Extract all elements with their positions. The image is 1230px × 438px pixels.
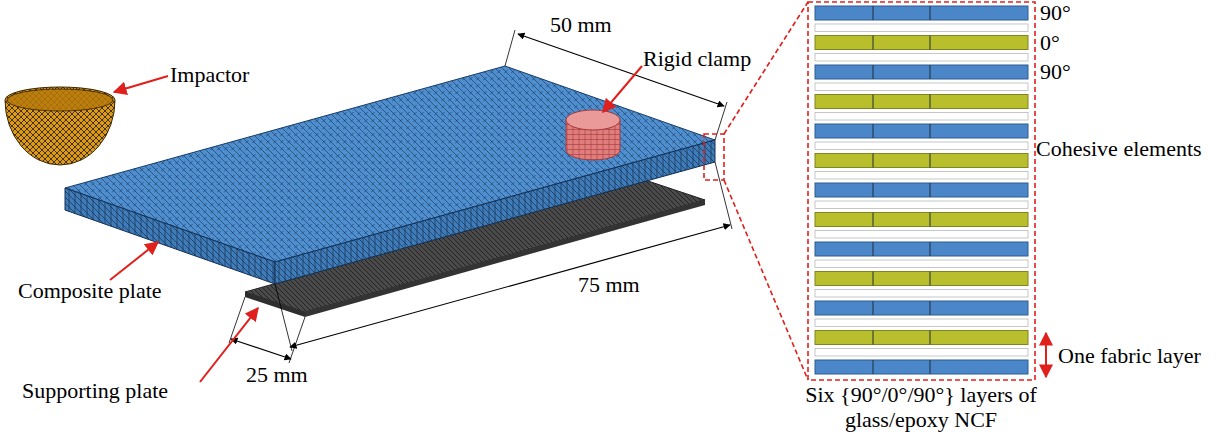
element-divider [930,331,931,345]
ply-90 [815,6,1028,20]
cohesive-layer [815,260,1028,268]
element-divider [930,360,931,374]
zoom-detail-box [808,2,1035,380]
cohesive-layer [815,142,1028,150]
element-divider [873,183,874,197]
dimension-label: 75 mm [578,272,640,297]
element-divider [873,65,874,79]
element-divider [930,95,931,109]
element-divider [930,6,931,20]
cohesive-layer [815,54,1028,62]
impactor-rim [7,89,113,111]
ply-90 [815,65,1028,79]
ply-0 [815,36,1028,50]
cohesive-layer [815,83,1028,91]
dimension-label: 50 mm [550,12,612,37]
dimension-line [290,225,730,347]
dimension-line [231,339,291,359]
element-divider [873,360,874,374]
element-divider [873,6,874,20]
element-divider [873,95,874,109]
ply-90 [815,301,1028,315]
leader-arrow [114,76,168,92]
leader-arrow [603,66,642,112]
ply-90 [815,183,1028,197]
cohesive-layer [815,24,1028,32]
cohesive-layer [815,231,1028,239]
part-label: Composite plate [18,278,162,303]
element-divider [930,272,931,286]
clamp-top [566,110,620,130]
ply-angle-label: 90° [1040,0,1071,25]
ply-90 [815,360,1028,374]
ply-90 [815,124,1028,138]
ply-angle-label: 0° [1040,30,1060,55]
cohesive-layer [815,349,1028,357]
impactor-shell [5,87,115,165]
ply-0 [815,213,1028,227]
part-label: Rigid clamp [643,46,751,71]
element-divider [873,154,874,168]
element-divider [873,301,874,315]
part-label: Impactor [170,62,249,87]
cohesive-layer [815,319,1028,327]
element-divider [930,301,931,315]
element-divider [930,213,931,227]
element-divider [873,331,874,345]
element-divider [873,242,874,256]
cohesive-layer [815,113,1028,121]
ply-0 [815,154,1028,168]
thickness-arrow [1045,333,1047,377]
element-divider [930,154,931,168]
element-divider [873,272,874,286]
ply-stack [815,6,1028,374]
cohesive-layer [815,290,1028,298]
inset-caption: Six {90°/0°/90°} layers of glass/epoxy N… [786,382,1056,433]
element-divider [930,124,931,138]
element-divider [873,213,874,227]
part-label: One fabric layer [1058,343,1201,368]
ply-90 [815,242,1028,256]
part-label: Supporting plate [22,378,168,403]
ply-angle-label: 90° [1040,59,1071,84]
extension-line [505,30,515,66]
extension-line [275,284,292,351]
element-divider [930,183,931,197]
element-divider [930,36,931,50]
part-label: Cohesive elements [1036,136,1202,161]
plate-side-face [275,140,715,284]
ply-0 [815,272,1028,286]
cohesive-layer [815,172,1028,180]
dimension-label: 25 mm [246,362,308,387]
ply-0 [815,95,1028,109]
element-divider [873,36,874,50]
extension-line [289,317,305,363]
element-divider [930,242,931,256]
cohesive-layer [815,201,1028,209]
zoom-source-box [704,134,724,180]
leader-arrow [110,242,158,280]
zoom-line [724,180,808,380]
element-divider [930,65,931,79]
plate-front-face [65,188,275,284]
ply-0 [815,331,1028,345]
element-divider [873,124,874,138]
